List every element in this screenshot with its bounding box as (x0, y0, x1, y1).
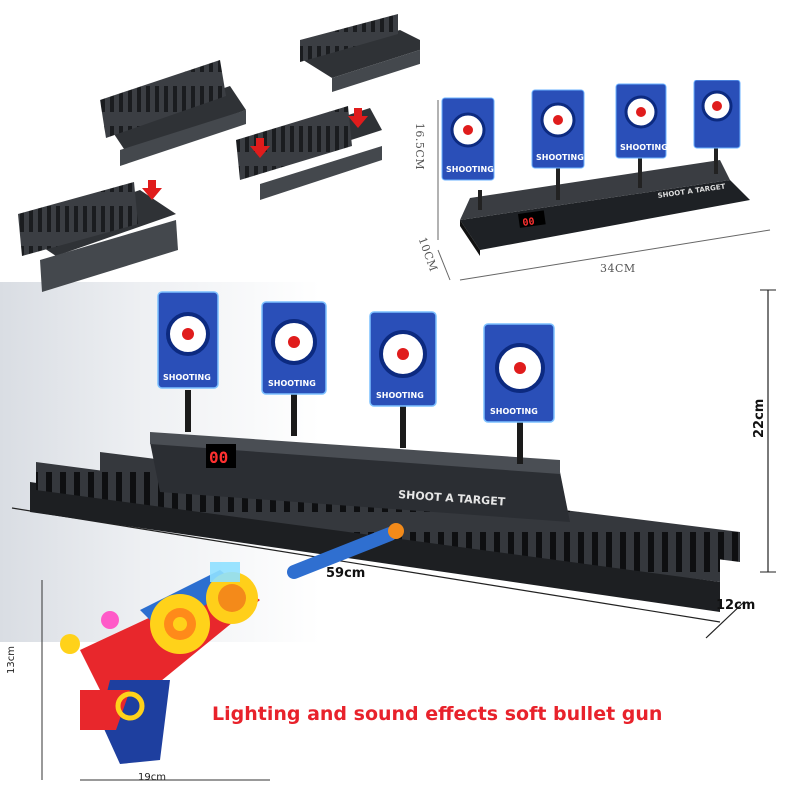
small-target-2: SHOOTING (531, 89, 585, 169)
large-product-illustration: 00 SHOOT A TARGET SHOOTING SHOOTING SHOO… (11, 289, 776, 639)
large-width-label: 59cm (326, 566, 366, 581)
tray-middle-left (100, 60, 246, 166)
svg-text:SHOOTING: SHOOTING (490, 407, 538, 416)
foam-dart (287, 523, 404, 579)
large-target-4: SHOOTING (483, 323, 555, 423)
small-height-label: 16.5CM (413, 122, 427, 171)
large-target-2: SHOOTING (261, 301, 327, 395)
small-target-4 (693, 80, 741, 149)
svg-text:SHOOTING: SHOOTING (268, 379, 316, 388)
product-caption: Lighting and sound effects soft bullet g… (212, 703, 663, 725)
large-depth-label: 12cm (716, 598, 756, 613)
tray-assembly-illustration (18, 14, 420, 292)
tray-top-right (300, 14, 420, 92)
large-target-1: SHOOTING (157, 291, 219, 389)
svg-text:SHOOTING: SHOOTING (376, 391, 424, 400)
gun-width-label: 19cm (138, 772, 166, 783)
small-product-illustration: 00 SHOOT A TARGET SHOOTING SHOOTING SHOO… (437, 80, 771, 281)
toy-gun-illustration (41, 562, 270, 781)
large-target-3: SHOOTING (369, 311, 437, 407)
arrow-down-icon (142, 108, 368, 200)
large-height-label: 22cm (752, 398, 767, 438)
gun-height-label: 13cm (6, 646, 17, 674)
small-target-1: SHOOTING (441, 97, 495, 181)
svg-text:SHOOTING: SHOOTING (446, 165, 494, 174)
svg-text:SHOOTING: SHOOTING (620, 143, 668, 152)
small-target-3: SHOOTING (615, 83, 668, 159)
svg-text:SHOOTING: SHOOTING (163, 373, 211, 382)
small-width-label: 34CM (600, 262, 636, 275)
small-score-display: 00 (522, 216, 535, 229)
tray-middle-right (236, 106, 382, 200)
svg-text:SHOOTING: SHOOTING (536, 153, 584, 162)
tray-bottom-left (18, 182, 178, 292)
large-score-display: 00 (209, 448, 228, 467)
